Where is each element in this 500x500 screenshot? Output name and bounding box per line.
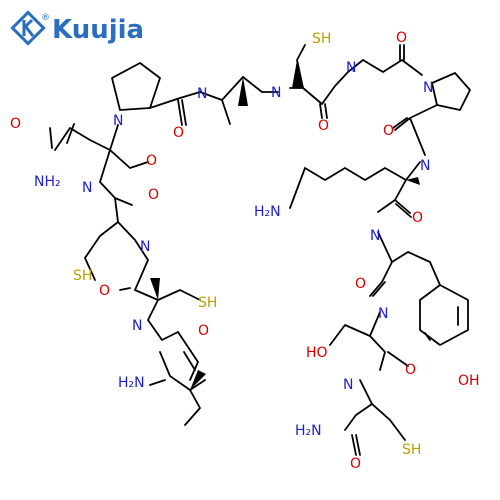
atom-label-o11: O xyxy=(148,187,159,203)
atom-label-o1: O xyxy=(396,30,407,46)
atom-label-o4: O xyxy=(412,210,423,226)
kuujia-logo: Kuujia ® xyxy=(10,10,144,46)
atom-label-sh3: SH xyxy=(73,268,92,284)
atom-label-nh6: N xyxy=(378,306,388,322)
atom-label-oh2: OH xyxy=(458,373,480,389)
atom-label-o13: O xyxy=(198,323,209,339)
atom-label-nh1: N xyxy=(346,60,356,76)
atom-label-sh2: SH xyxy=(402,442,421,458)
atom-labels: SH N O N N O N O N H₂N O N O N HO O N OH… xyxy=(10,30,480,472)
atom-label-nh5: N xyxy=(370,228,380,244)
atom-label-o7: O xyxy=(350,456,361,472)
bond-skeleton xyxy=(49,44,471,456)
atom-label-o9: O xyxy=(173,125,184,141)
diamond-k-logo-icon xyxy=(10,10,46,46)
atom-label-sh1: SH xyxy=(312,31,331,47)
atom-label-nh8: N xyxy=(82,180,92,196)
atom-label-o10: O xyxy=(146,153,157,169)
atom-label-nh9: N xyxy=(140,239,150,255)
atom-label-nh3: N xyxy=(197,86,207,102)
logo-text: Kuujia xyxy=(52,15,144,45)
atom-label-o2: O xyxy=(318,118,329,134)
atom-label-h2n-ile: H₂N xyxy=(118,375,145,391)
atom-label-h2n-lys: H₂N xyxy=(254,204,281,220)
atom-label-o3: O xyxy=(383,123,394,139)
atom-label-nh4: N xyxy=(420,158,430,174)
registered-mark: ® xyxy=(41,13,50,23)
atom-label-o5: O xyxy=(355,276,366,292)
atom-label-o8: O xyxy=(10,116,21,132)
atom-label-o12: O xyxy=(99,283,110,299)
atom-label-nh10: N xyxy=(132,318,142,334)
atom-label-nh2-asn: NH₂ xyxy=(34,174,61,190)
atom-label-o6: O xyxy=(405,362,416,378)
atom-label-ho1: HO xyxy=(306,345,328,361)
atom-label-h2n-c: H₂N xyxy=(295,423,322,439)
atom-label-nh7: N xyxy=(343,377,353,393)
atom-label-sh4: SH xyxy=(198,295,217,311)
stereo-wedges xyxy=(150,60,420,390)
atom-label-n-pro2: N xyxy=(113,113,123,129)
atom-label-n-pro1: N xyxy=(423,80,433,96)
atom-label-nh2: N xyxy=(271,85,281,101)
